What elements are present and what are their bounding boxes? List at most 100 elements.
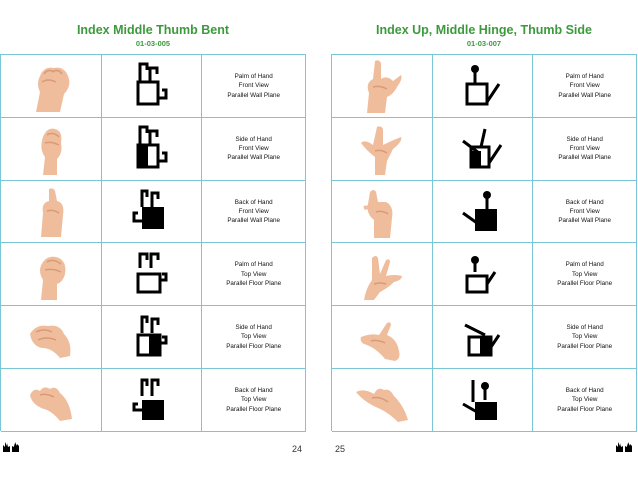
- plane-type: Parallel Wall Plane: [558, 217, 611, 225]
- table-row: Back of Hand Front View Parallel Wall Pl…: [1, 180, 306, 244]
- hand-photo: [332, 306, 433, 369]
- hand-orientation: Side of Hand: [235, 324, 272, 332]
- description-cell: Side of Hand Front View Parallel Wall Pl…: [533, 117, 637, 181]
- bent-fingers-symbol-icon: [136, 315, 167, 357]
- pointing-hand-photo: [363, 190, 393, 239]
- description-cell: Side of Hand Top View Parallel Floor Pla…: [533, 306, 637, 369]
- bent-fingers-symbol-icon: [136, 62, 167, 106]
- handshape-symbol: [432, 368, 534, 432]
- description-cell: Palm of Hand Front View Parallel Wall Pl…: [202, 55, 306, 118]
- fist-hand-photo: [39, 256, 66, 301]
- plane-type: Parallel Floor Plane: [226, 405, 282, 413]
- view-type: Top View: [240, 396, 267, 404]
- view-type: Front View: [238, 82, 269, 90]
- hand-orientation: Palm of Hand: [234, 261, 273, 269]
- pointing-hand-photo: [363, 256, 402, 301]
- table-row: Back of Hand Top View Parallel Floor Pla…: [1, 368, 306, 432]
- description-cell: Back of Hand Top View Parallel Floor Pla…: [202, 368, 306, 432]
- index-up-symbol-icon: [465, 256, 496, 294]
- hand-orientation: Back of Hand: [565, 386, 604, 394]
- fist-hand-photo: [40, 188, 64, 238]
- view-type: Top View: [571, 333, 598, 341]
- hand-orientation: Back of Hand: [565, 198, 604, 206]
- plane-type: Parallel Wall Plane: [227, 91, 280, 99]
- index-up-symbol-icon: [463, 323, 500, 357]
- hand-photo: [1, 55, 102, 118]
- hand-photo: [1, 306, 102, 369]
- hand-photo: [332, 368, 433, 432]
- hand-photo: [1, 368, 102, 432]
- plane-type: Parallel Wall Plane: [558, 91, 611, 99]
- page-code: 01-03-005: [135, 39, 171, 48]
- table-row: Side of Hand Top View Parallel Floor Pla…: [1, 306, 306, 369]
- fist-hand-photo: [29, 325, 71, 359]
- handshape-symbol: [101, 117, 203, 181]
- table-row: Side of Hand Top View Parallel Floor Pla…: [332, 306, 637, 369]
- description-cell: Back of Hand Top View Parallel Floor Pla…: [533, 368, 637, 432]
- plane-type: Parallel Floor Plane: [557, 279, 613, 287]
- pointing-hand-photo: [366, 60, 402, 113]
- plane-type: Parallel Floor Plane: [226, 279, 282, 287]
- description-cell: Palm of Hand Front View Parallel Wall Pl…: [533, 55, 637, 118]
- fist-hand-photo: [29, 387, 72, 421]
- hand-orientation: Back of Hand: [234, 386, 273, 394]
- hand-photo: [332, 243, 433, 307]
- bent-fingers-symbol-icon: [132, 189, 164, 230]
- view-type: Top View: [571, 396, 598, 404]
- index-up-symbol-icon: [461, 128, 502, 169]
- right-page: Index Up, Middle Hinge, Thumb Side 01-03…: [331, 0, 637, 479]
- handshape-symbol: [101, 180, 203, 244]
- hand-photo: [332, 55, 433, 118]
- description-cell: Palm of Hand Top View Parallel Floor Pla…: [202, 243, 306, 307]
- description-cell: Side of Hand Front View Parallel Wall Pl…: [202, 117, 306, 181]
- fist-hand-photo: [41, 128, 62, 175]
- description-cell: Back of Hand Front View Parallel Wall Pl…: [533, 180, 637, 244]
- handshape-symbol: [432, 243, 534, 307]
- handshape-symbol: [101, 368, 203, 432]
- page-number: 25: [335, 444, 346, 454]
- view-type: Front View: [569, 207, 600, 215]
- plane-type: Parallel Floor Plane: [226, 342, 282, 350]
- plane-type: Parallel Wall Plane: [227, 217, 280, 225]
- table-row: Palm of Hand Top View Parallel Floor Pla…: [1, 243, 306, 307]
- handshape-symbol: [432, 180, 534, 244]
- view-type: Top View: [571, 270, 598, 278]
- hand-photo: [332, 180, 433, 244]
- view-type: Front View: [238, 145, 269, 153]
- table-row: Palm of Hand Front View Parallel Wall Pl…: [1, 55, 306, 118]
- hand-orientation: Back of Hand: [234, 198, 273, 206]
- table-row: Palm of Hand Front View Parallel Wall Pl…: [332, 55, 637, 118]
- hand-photo: [1, 180, 102, 244]
- page-title: Index Up, Middle Hinge, Thumb Side: [376, 23, 592, 37]
- handshape-symbol: [432, 55, 534, 118]
- view-type: Front View: [569, 82, 600, 90]
- handshape-table: Palm of Hand Front View Parallel Wall Pl…: [0, 54, 306, 432]
- hand-orientation: Palm of Hand: [234, 72, 273, 80]
- index-up-symbol-icon: [461, 379, 497, 420]
- view-type: Front View: [569, 145, 600, 153]
- handshape-symbol: [101, 55, 203, 118]
- page-number: 24: [291, 444, 302, 454]
- handshape-table: Palm of Hand Front View Parallel Wall Pl…: [331, 54, 637, 432]
- table-row: Palm of Hand Top View Parallel Floor Pla…: [332, 243, 637, 307]
- description-cell: Side of Hand Top View Parallel Floor Pla…: [202, 306, 306, 369]
- pointing-hand-photo: [355, 388, 408, 422]
- hand-orientation: Palm of Hand: [565, 72, 604, 80]
- hand-photo: [1, 243, 102, 307]
- page-code: 01-03-007: [466, 39, 502, 48]
- plane-type: Parallel Wall Plane: [227, 154, 280, 162]
- view-type: Top View: [240, 333, 267, 341]
- handshape-symbol: [101, 306, 203, 369]
- description-cell: Back of Hand Front View Parallel Wall Pl…: [202, 180, 306, 244]
- index-up-symbol-icon: [465, 64, 500, 106]
- plane-type: Parallel Floor Plane: [557, 342, 613, 350]
- plane-type: Parallel Floor Plane: [557, 405, 613, 413]
- bent-fingers-symbol-icon: [136, 125, 167, 169]
- bent-fingers-symbol-icon: [136, 252, 167, 294]
- hands-logo-icon: [615, 441, 633, 453]
- hands-logo-icon: [2, 441, 20, 453]
- pointing-hand-photo: [360, 322, 400, 362]
- hand-photo: [1, 117, 102, 181]
- table-row: Side of Hand Front View Parallel Wall Pl…: [1, 117, 306, 181]
- hand-orientation: Side of Hand: [235, 135, 272, 143]
